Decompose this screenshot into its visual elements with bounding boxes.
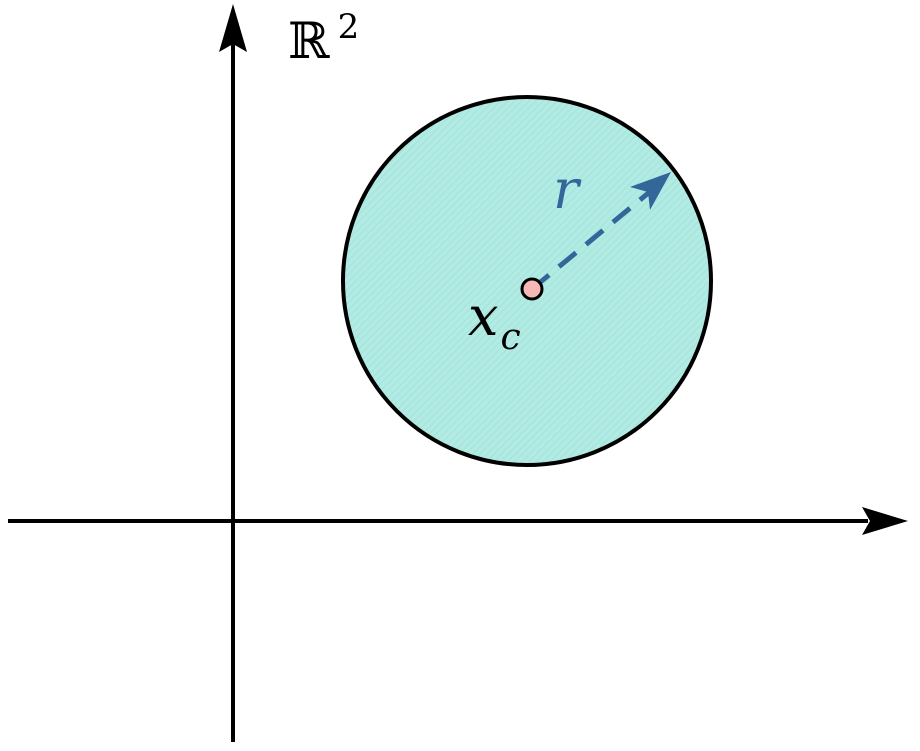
center-label: xc [468,290,521,356]
space-symbol: ℝ [288,12,330,70]
radius-arrowhead [630,172,671,210]
x-axis-arrowhead [862,507,908,535]
radius-label: r [553,158,579,221]
center-point [520,277,544,301]
y-axis-arrowhead [219,4,247,52]
center-label-base: x [468,285,499,348]
center-label-subscript: c [500,317,521,358]
space-exponent: 2 [337,7,360,47]
radius-arrow-line [530,188,654,291]
